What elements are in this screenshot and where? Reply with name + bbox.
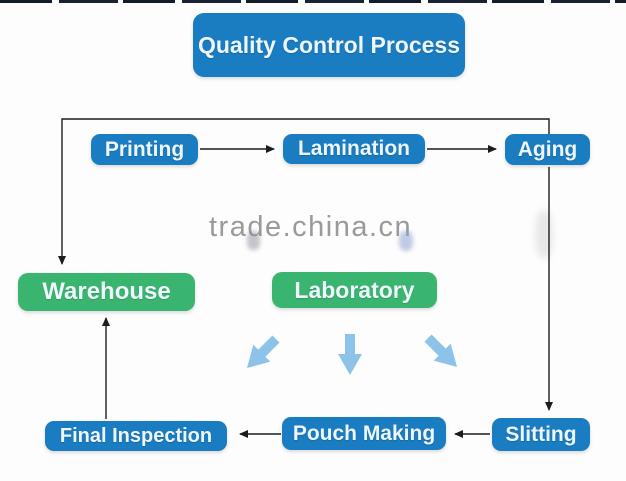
node-final-inspection-label: Final Inspection — [59, 424, 213, 447]
diagram-title: Quality Control Process — [193, 13, 465, 77]
node-slitting-label: Slitting — [505, 422, 577, 446]
node-pouch-making-label: Pouch Making — [292, 421, 436, 445]
node-pouch-making: Pouch Making — [282, 417, 446, 450]
scan-artifact-strip — [0, 0, 626, 3]
node-aging-label: Aging — [517, 137, 578, 161]
watermark-smudge — [247, 231, 260, 250]
node-slitting: Slitting — [492, 418, 590, 451]
watermark-smudge — [399, 231, 413, 251]
node-lamination: Lamination — [283, 134, 425, 164]
node-printing-label: Printing — [104, 137, 185, 161]
node-warehouse: Warehouse — [18, 273, 195, 311]
watermark-smudge — [536, 210, 552, 258]
thick-arrow-laboratory-to-final-inspection — [246, 335, 280, 369]
thick-arrow-laboratory-to-slitting — [424, 334, 458, 368]
node-aging: Aging — [505, 134, 590, 165]
thick-arrow-laboratory-to-pouch-making — [338, 334, 362, 375]
node-printing: Printing — [91, 134, 198, 165]
diagram-title-label: Quality Control Process — [197, 31, 460, 58]
node-final-inspection: Final Inspection — [45, 421, 227, 451]
node-laboratory-label: Laboratory — [294, 276, 415, 303]
node-warehouse-label: Warehouse — [42, 278, 171, 305]
node-laboratory: Laboratory — [272, 272, 437, 308]
node-lamination-label: Lamination — [297, 137, 410, 160]
watermark-text: trade.china.cn — [209, 211, 413, 243]
